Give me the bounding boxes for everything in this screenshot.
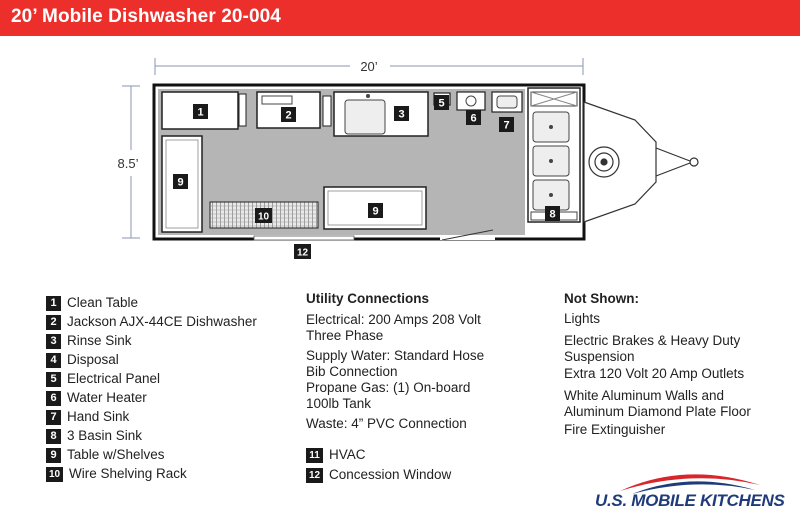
logo-text: U.S. MOBILE KITCHENS <box>595 491 785 510</box>
plan-label-12: 12 <box>297 248 309 259</box>
table-with-shelves-left <box>161 135 203 233</box>
legend-number: 1 <box>46 295 61 311</box>
legend-item: 3 Rinse Sink <box>46 332 132 350</box>
legend-number: 8 <box>46 428 61 444</box>
plan-label-2: 2 <box>285 110 291 122</box>
logo-swoosh-icon <box>620 474 760 494</box>
legend-label: Table w/Shelves <box>67 447 165 462</box>
legend-item: 6 Water Heater <box>46 389 147 407</box>
three-basin-sink <box>527 87 581 223</box>
page-title: 20’ Mobile Dishwasher 20-004 <box>11 6 281 27</box>
legend-number: 3 <box>46 333 61 349</box>
legend-number: 7 <box>46 409 61 425</box>
not-shown-item: White Aluminum Walls and Aluminum Diamon… <box>564 388 751 419</box>
plan-label-3: 3 <box>398 109 404 121</box>
not-shown-item: Lights <box>564 311 601 326</box>
legend-number: 4 <box>46 352 61 368</box>
legend-label: Jackson AJX-44CE Dishwasher <box>67 314 257 329</box>
legend-label: Wire Shelving Rack <box>69 466 187 481</box>
plan-label-6: 6 <box>470 113 476 125</box>
trailer-tongue <box>583 101 699 223</box>
legend-item: 7 Hand Sink <box>46 408 129 426</box>
legend-number: 10 <box>46 466 63 482</box>
company-logo: U.S. MOBILE KITCHENS <box>590 465 790 515</box>
concession-window <box>253 235 355 241</box>
utility-propane: Propane Gas: (1) On-board 100lb Tank <box>306 380 471 411</box>
length-dimension <box>154 58 584 75</box>
utility-connections: Utility Connections Electrical: 200 Amps… <box>306 291 556 491</box>
plan-label-9-bottom: 9 <box>372 206 378 218</box>
length-label: 20’ <box>360 59 377 74</box>
plan-label-10: 10 <box>258 212 270 223</box>
legend-number: 11 <box>306 447 323 463</box>
not-shown-item: Electric Brakes & Heavy Duty Suspension <box>564 333 741 364</box>
equipment-legend: 1 Clean Table 2 Jackson AJX-44CE Dishwashe… <box>46 294 296 484</box>
legend-item-concession: 12 Concession Window <box>306 466 451 484</box>
floor-plan: 20’ 8.5’ <box>118 58 699 259</box>
legend-number: 9 <box>46 447 61 463</box>
legend-label: HVAC <box>329 447 366 462</box>
plan-label-8: 8 <box>549 209 555 221</box>
width-dimension <box>122 85 140 239</box>
legend-item: 5 Electrical Panel <box>46 370 160 388</box>
not-shown-title: Not Shown: <box>564 291 639 306</box>
legend-label: Disposal <box>67 352 119 367</box>
plan-label-7: 7 <box>503 120 509 132</box>
legend-number: 2 <box>46 314 61 330</box>
legend-label: Hand Sink <box>67 409 130 424</box>
not-shown-item: Extra 120 Volt 20 Amp Outlets <box>564 366 745 381</box>
legend-item: 9 Table w/Shelves <box>46 446 165 464</box>
utility-title: Utility Connections <box>306 291 430 306</box>
not-shown-item: Fire Extinguisher <box>564 422 666 437</box>
legend-item-hvac: 11 HVAC <box>306 446 366 464</box>
legend-number: 5 <box>46 371 61 387</box>
legend-number: 6 <box>46 390 61 406</box>
legend-item: 8 3 Basin Sink <box>46 427 142 445</box>
legend-label: Rinse Sink <box>67 333 132 348</box>
legend-item: 4 Disposal <box>46 351 119 369</box>
plan-label-5: 5 <box>438 98 444 110</box>
plan-label-9-left: 9 <box>177 177 183 189</box>
utility-waste: Waste: 4” PVC Connection <box>306 416 467 431</box>
legend-label: Concession Window <box>329 467 452 482</box>
header-bar: 20’ Mobile Dishwasher 20-004 <box>0 0 800 36</box>
plan-label-1: 1 <box>197 107 203 119</box>
legend-label: Electrical Panel <box>67 371 161 386</box>
door <box>440 229 495 241</box>
legend-label: 3 Basin Sink <box>67 428 143 443</box>
utility-water: Supply Water: Standard Hose Bib Connecti… <box>306 348 485 379</box>
utility-electrical: Electrical: 200 Amps 208 Volt Three Phas… <box>306 312 481 343</box>
legend-item: 10 Wire Shelving Rack <box>46 465 187 483</box>
legend-label: Clean Table <box>67 295 139 310</box>
legend-item: 1 Clean Table <box>46 294 138 312</box>
legend-number: 12 <box>306 467 323 483</box>
legend-label: Water Heater <box>67 390 147 405</box>
legend-item: 2 Jackson AJX-44CE Dishwasher <box>46 313 257 331</box>
not-shown-list: Not Shown: Lights Electric Brakes & Heav… <box>564 291 794 451</box>
width-label: 8.5’ <box>118 156 139 171</box>
